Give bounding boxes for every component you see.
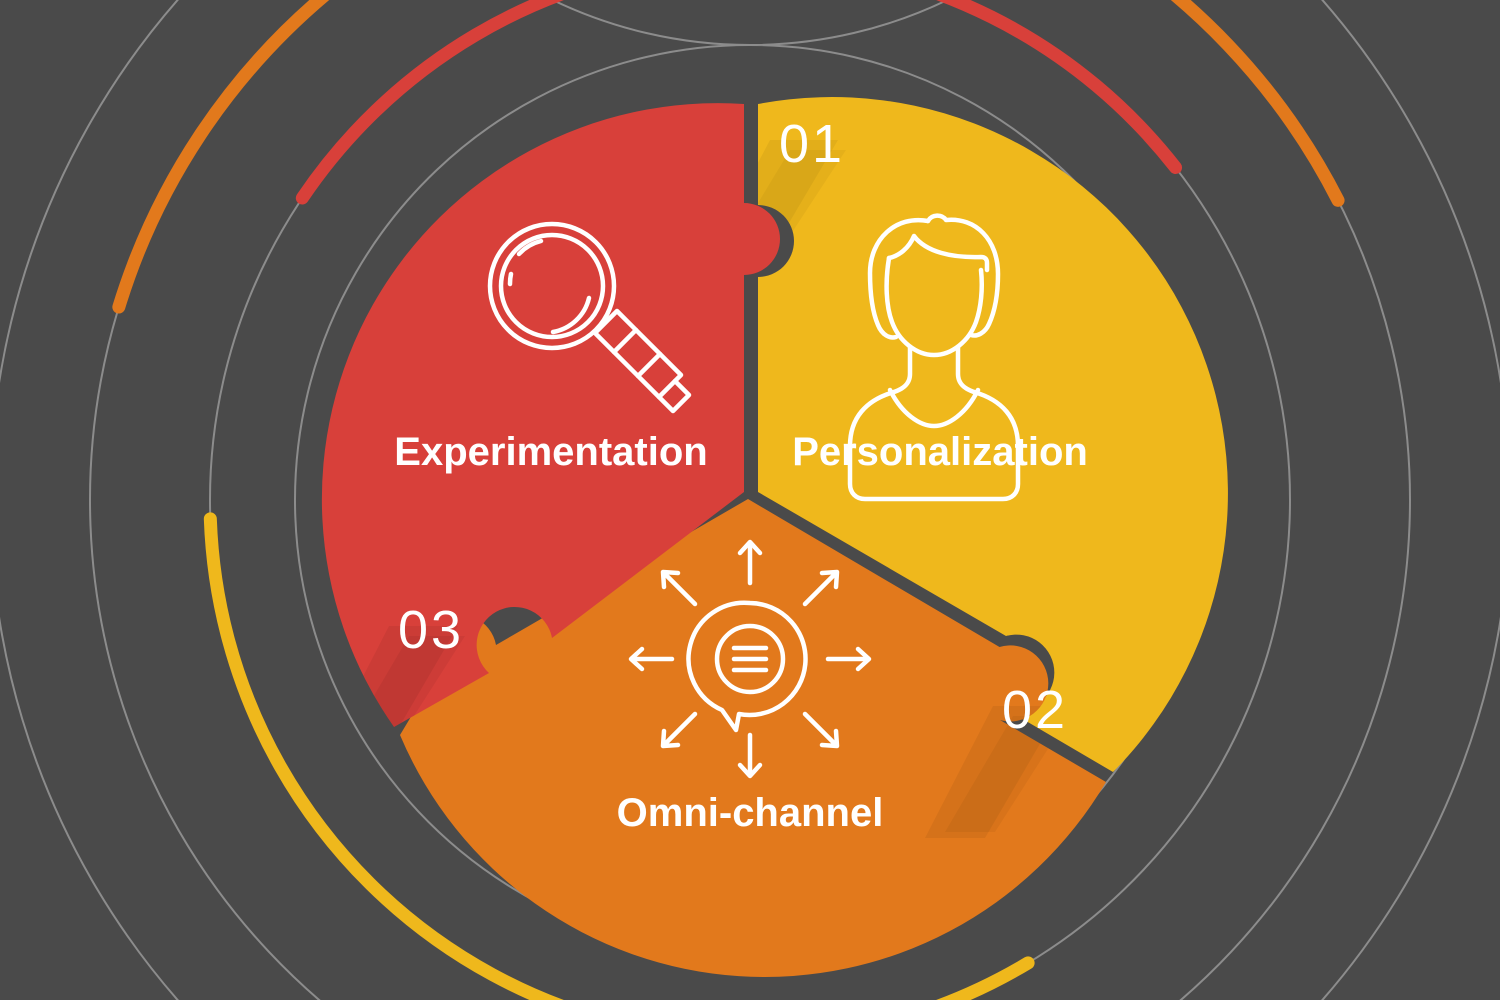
decor-arc-orange-arc-right xyxy=(112,0,1345,314)
segment-label-experimentation: Experimentation xyxy=(394,430,707,474)
number-shadow-01-b xyxy=(758,150,846,266)
segment-number-02: 02 xyxy=(1002,680,1068,740)
segment-number-03: 03 xyxy=(398,600,464,660)
magnifying-glass-icon xyxy=(487,221,692,414)
number-shadow-02 xyxy=(925,706,1062,838)
decor-arc-thin-ring-mid xyxy=(208,0,1291,1000)
piece-red-shape xyxy=(321,103,780,727)
decor-arc-red-arc-right xyxy=(295,0,1183,205)
number-shadow-02-b xyxy=(945,716,1069,832)
puzzle-piece-personalization[interactable]: 01 Personalization xyxy=(700,97,1228,772)
decor-arc-thin-ring-outer xyxy=(89,0,1411,1000)
number-shadow-01 xyxy=(758,140,838,272)
segment-number-01: 01 xyxy=(779,114,845,174)
piece-yellow-shape xyxy=(758,97,1228,772)
decor-arc-yellow-arc-left xyxy=(203,512,1035,1000)
person-avatar-icon xyxy=(847,213,1021,502)
segment-label-personalization: Personalization xyxy=(792,430,1088,474)
puzzle-piece-experimentation[interactable]: 03 Experimentation xyxy=(321,103,780,758)
omni-channel-broadcast-icon xyxy=(628,539,872,779)
segment-label-omni-channel: Omni-channel xyxy=(617,791,884,835)
